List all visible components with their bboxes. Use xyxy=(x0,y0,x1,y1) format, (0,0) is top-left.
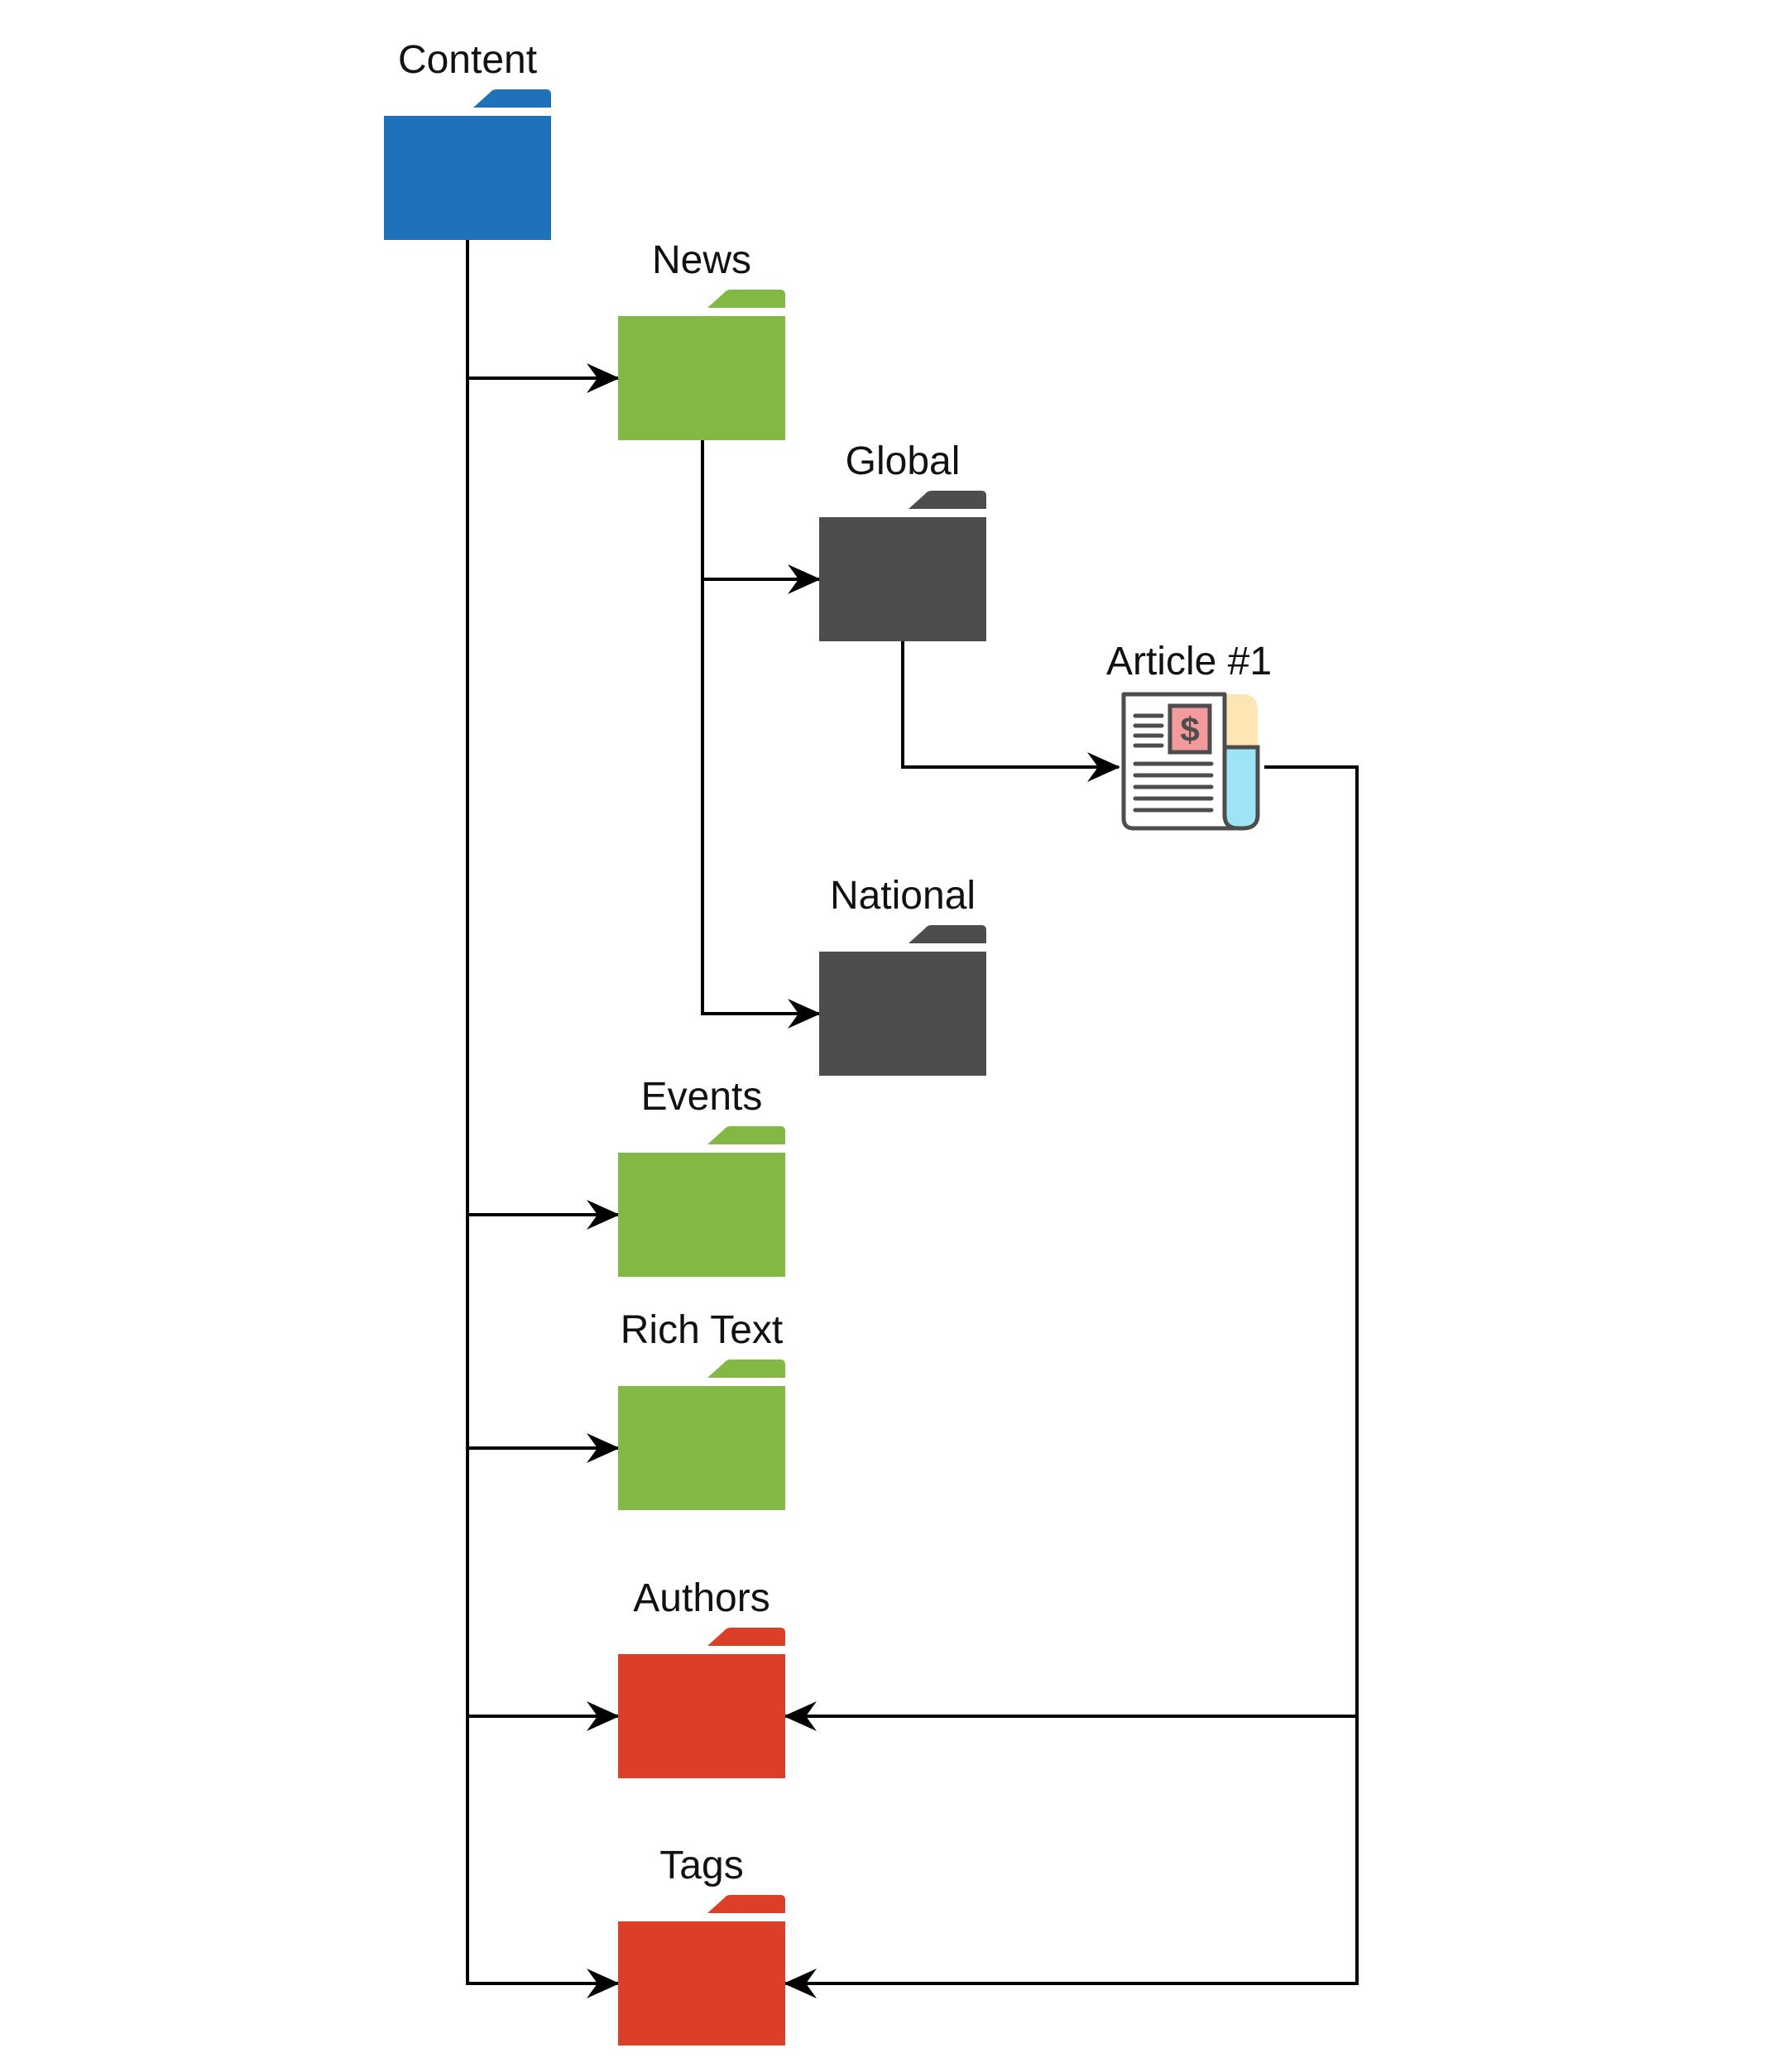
folder-icon xyxy=(384,89,551,240)
edge-news-to-global xyxy=(701,440,821,594)
node-label: Events xyxy=(641,1075,763,1119)
folder-icon xyxy=(819,491,986,641)
node-label: Global xyxy=(846,439,961,483)
node-authors: Authors xyxy=(618,1576,785,1778)
folder-icon xyxy=(618,1360,785,1510)
svg-text:$: $ xyxy=(1180,710,1199,749)
folder-icon xyxy=(618,1895,785,2046)
node-article1: $ Article #1 xyxy=(1106,640,1272,831)
node-global: Global xyxy=(819,439,986,641)
edge-content-to-news xyxy=(466,240,620,393)
newspaper-icon: $ xyxy=(1121,692,1260,831)
edge-news-to-national xyxy=(701,440,821,1029)
node-label: Article #1 xyxy=(1106,640,1272,683)
node-national: National xyxy=(819,874,986,1076)
node-label: News xyxy=(652,238,751,282)
folder-icon xyxy=(618,290,785,440)
node-label: Rich Text xyxy=(621,1308,784,1352)
edge-content-to-tags xyxy=(466,240,620,1998)
node-news: News xyxy=(618,238,785,440)
connectors xyxy=(466,240,1359,1998)
edge-global-to-article1 xyxy=(901,641,1120,782)
node-tags: Tags xyxy=(618,1844,785,2046)
edge-content-to-events xyxy=(466,240,620,1230)
edge-article1-to-tags xyxy=(784,765,1359,1998)
folder-icon xyxy=(618,1126,785,1277)
node-richtext: Rich Text xyxy=(618,1308,785,1510)
node-events: Events xyxy=(618,1075,785,1277)
folder-icon xyxy=(819,925,986,1076)
node-label: Authors xyxy=(633,1576,770,1620)
node-label: National xyxy=(830,874,976,918)
node-label: Tags xyxy=(659,1844,743,1887)
node-content: Content xyxy=(384,38,551,240)
folder-icon xyxy=(618,1628,785,1778)
edge-content-to-authors xyxy=(466,240,620,1731)
node-label: Content xyxy=(398,38,537,82)
edge-content-to-richtext xyxy=(466,240,620,1463)
